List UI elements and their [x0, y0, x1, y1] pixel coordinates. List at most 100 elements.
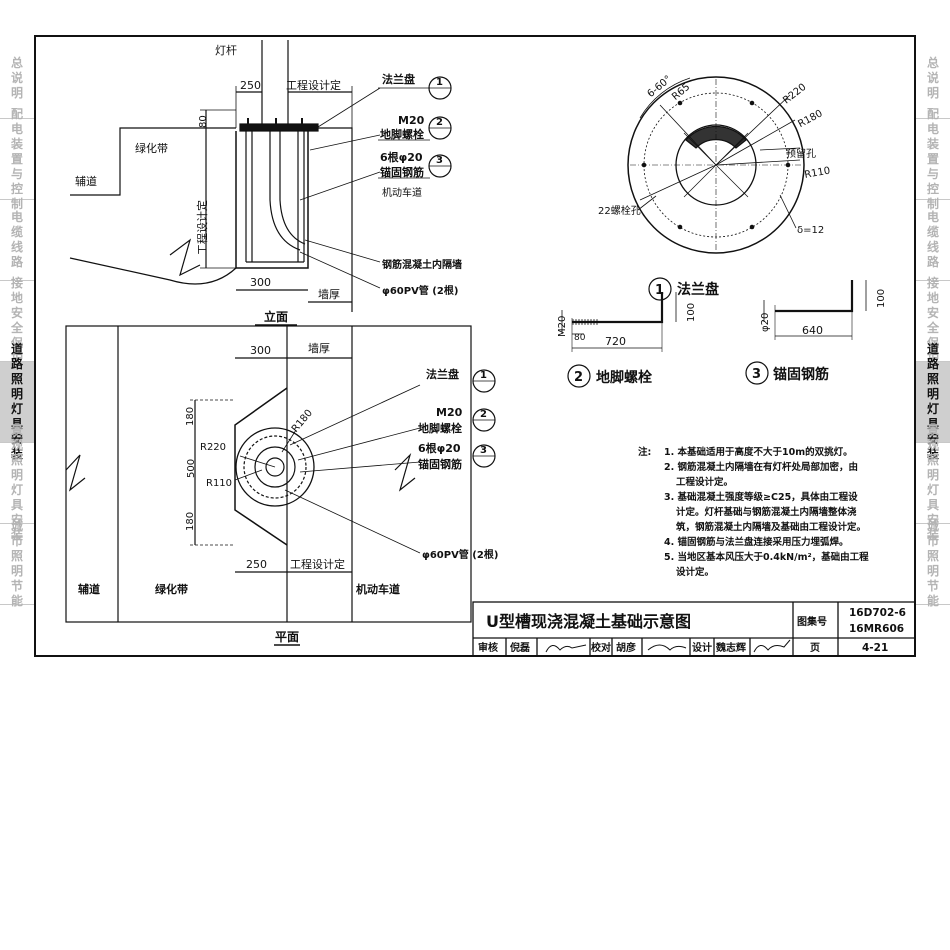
- checker-signature: [647, 644, 687, 651]
- plan-callout-bolt: 地脚螺栓: [418, 421, 462, 435]
- plan-eng: 工程设计定: [290, 557, 345, 571]
- bar-detail-text: φ20 640 100 3 锚固钢筋: [752, 289, 887, 383]
- sidebar-right-tab-general[interactable]: 总说明: [916, 38, 950, 119]
- sidebar-right-tab-cable[interactable]: 电缆线路: [916, 200, 950, 281]
- sidebar-left-tab-energy[interactable]: 城市照明节能: [0, 519, 34, 608]
- break-mark: [169, 238, 201, 277]
- plan-callout-m20: M20: [436, 406, 463, 419]
- callout-pipe: φ60PV管 (2根): [382, 284, 458, 297]
- check-label: 校对: [591, 641, 611, 654]
- plan-callout-pipe: φ60PV管 (2根): [422, 548, 498, 561]
- conduit-2: [279, 131, 306, 245]
- elevation-text: 灯杆 250 工程设计定 80 工程设计定 绿化带 辅道 机动车道 300 墙厚…: [75, 43, 462, 324]
- page-label: 页: [810, 642, 820, 654]
- plan-view: [65, 325, 496, 646]
- plan-dim-180-top: 180: [185, 407, 196, 426]
- reviewer-name: 倪磊: [510, 641, 530, 654]
- note-line-3: 工程设计定。: [676, 476, 733, 488]
- sidebar-right-tab-energy[interactable]: 城市照明节能: [916, 519, 950, 608]
- wall-right-edge: [308, 127, 353, 312]
- plan-text: 300 墙厚 180 500 180 R220 R180 R110 250 工程…: [78, 341, 498, 644]
- bar-dim-640: 640: [802, 324, 823, 337]
- sidebar-left-tab-cable[interactable]: 电缆线路: [0, 200, 34, 281]
- ground-curve: [69, 257, 237, 285]
- flange-detail-text: 6-60° R65 R220 R180 R110 预留孔 22螺栓孔 δ=12 …: [598, 74, 831, 298]
- bolt-m20: M20: [557, 316, 568, 337]
- plan-flange-outer: [235, 427, 315, 507]
- sidebar-left-tab-general[interactable]: 总说明: [0, 38, 34, 119]
- dim-300: 300: [250, 276, 271, 289]
- plan-break-right: [394, 452, 416, 492]
- sidebar-left: 总说明 配电装置与控制 电缆线路 接地安全保护 道路照明灯具安装 景观照明灯具安…: [0, 38, 34, 608]
- label-side-road: 辅道: [75, 174, 97, 188]
- plan-flange-inner: [254, 446, 296, 488]
- sidebar-right: 总说明 配电装置与控制 电缆线路 接地安全保护 道路照明灯具安装 景观照明灯具安…: [916, 38, 950, 608]
- label-green-belt: 绿化带: [135, 141, 168, 155]
- callout-wall: 钢筋混凝土内隔墙: [382, 258, 462, 271]
- callout-m20: M20: [398, 114, 425, 127]
- bar-detail: [745, 280, 867, 385]
- sidebar-left-tab-road-lighting[interactable]: 道路照明灯具安装: [0, 342, 34, 461]
- sidebar-left-tab-distribution[interactable]: 配电装置与控制: [0, 107, 34, 211]
- plan-callout-num-2: 2: [480, 409, 487, 420]
- flange-title-circle: [648, 277, 672, 301]
- sidebar-right-tab-grounding[interactable]: 接地安全保护: [916, 276, 950, 365]
- plan-r180: R180: [290, 408, 315, 435]
- bar-title: 锚固钢筋: [773, 366, 829, 383]
- flange-reserved-hole: 预留孔: [786, 147, 816, 160]
- flange-r220: R220: [781, 82, 808, 107]
- callout-flange: 法兰盘: [382, 72, 415, 86]
- label-pole: 灯杆: [215, 43, 237, 57]
- plan-r110: R110: [206, 478, 232, 489]
- callout-bars: 6根φ20: [380, 150, 423, 164]
- foundation-box: [235, 131, 309, 269]
- plan-caption: 平面: [275, 630, 299, 644]
- flange-bolt-holes: 22螺栓孔: [598, 204, 641, 217]
- sidebar-right-tab-distribution[interactable]: 配电装置与控制: [916, 107, 950, 211]
- bolt-title: 地脚螺栓: [596, 369, 652, 386]
- flange-r110: R110: [804, 166, 832, 181]
- bolt-dim-80: 80: [574, 333, 586, 343]
- sidebar-left-tab-grounding[interactable]: 接地安全保护: [0, 276, 34, 365]
- bar-phi20: φ20: [760, 313, 771, 332]
- plan-dim-250: 250: [246, 558, 267, 571]
- page-number: 4-21: [862, 642, 888, 654]
- plan-motor-lane: 机动车道: [356, 582, 400, 596]
- review-label: 审核: [478, 641, 498, 654]
- sheet-frame: [34, 35, 916, 657]
- note-line-7: 4. 锚固钢筋与法兰盘连接采用压力埋弧焊。: [664, 536, 849, 548]
- plan-outline: [65, 325, 472, 623]
- checker-name: 胡彦: [616, 641, 636, 654]
- plan-green-belt: 绿化带: [155, 582, 188, 596]
- bolt-dim-100: 100: [686, 303, 697, 322]
- sidebar-left-tab-landscape[interactable]: 景观照明灯具安装: [0, 423, 34, 542]
- note-line-9: 设计定。: [676, 566, 714, 578]
- flange-outer-circle: [627, 76, 805, 254]
- plan-callout-flange: 法兰盘: [426, 367, 459, 381]
- bolt-detail: [561, 292, 677, 388]
- flange-angle-arc: [639, 77, 691, 119]
- dim-250: 250: [240, 79, 261, 92]
- note-line-4: 3. 基础混凝土强度等级≥C25，具体由工程设: [664, 491, 858, 503]
- bar-title-num: 3: [752, 367, 761, 382]
- note-line-6: 筑，钢筋混凝土内隔墙及基础由工程设计定。: [676, 521, 866, 533]
- notes: 注: 1. 本基础适用于高度不大于10m的双挑灯。 2. 钢筋混凝土内隔墙在有灯…: [638, 446, 869, 578]
- plan-callout-anchor: 锚固钢筋: [418, 457, 462, 471]
- note-line-8: 5. 当地区基本风压大于0.4kN/m²，基础由工程: [664, 551, 869, 563]
- atlas-no-2: 16MR606: [849, 623, 904, 635]
- plan-pole-core: [265, 457, 285, 477]
- plan-callout-num-3: 3: [480, 445, 487, 456]
- plan-callout-bars: 6根φ20: [418, 441, 461, 455]
- bolt-shape: [572, 292, 664, 324]
- atlas-label: 图集号: [797, 615, 827, 628]
- side-road-line: [70, 142, 121, 196]
- callout-anchor: 锚固钢筋: [380, 165, 424, 179]
- designer-signature: [753, 639, 791, 653]
- sidebar-right-tab-landscape[interactable]: 景观照明灯具安装: [916, 423, 950, 542]
- sidebar-right-tab-road-lighting[interactable]: 道路照明灯具安装: [916, 342, 950, 461]
- bolt-title-num: 2: [574, 370, 583, 385]
- flange-angle: 6-60°: [645, 74, 673, 100]
- dim-80: 80: [198, 115, 209, 128]
- plan-dim-500: 500: [186, 459, 197, 478]
